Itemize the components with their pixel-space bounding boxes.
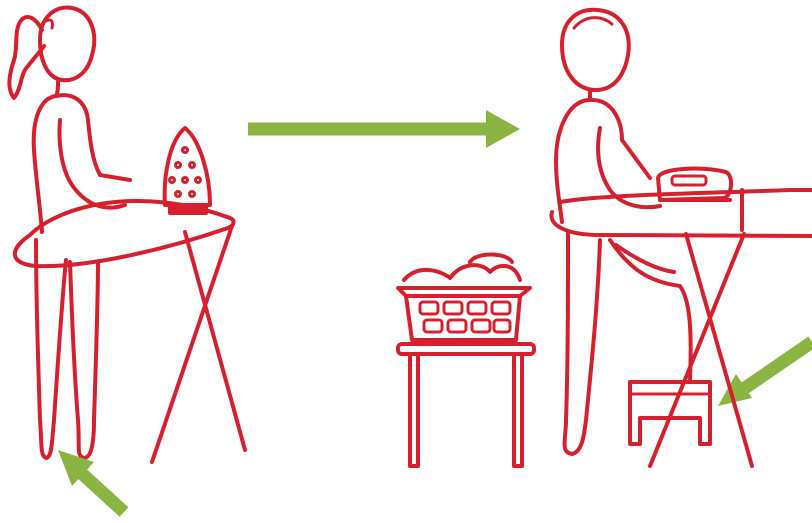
- laundry-basket: [398, 255, 530, 341]
- woman-ironing-scene: [9, 7, 245, 462]
- woman-body: [34, 95, 130, 458]
- man-head: [562, 10, 629, 100]
- woman-ironing-board: [15, 201, 245, 462]
- man-ironing-board: [551, 190, 812, 466]
- feet-arrow: [58, 450, 124, 512]
- transition-arrow: [248, 110, 520, 148]
- woman-head: [9, 7, 94, 98]
- man-body: [556, 100, 691, 454]
- side-table: [398, 344, 534, 466]
